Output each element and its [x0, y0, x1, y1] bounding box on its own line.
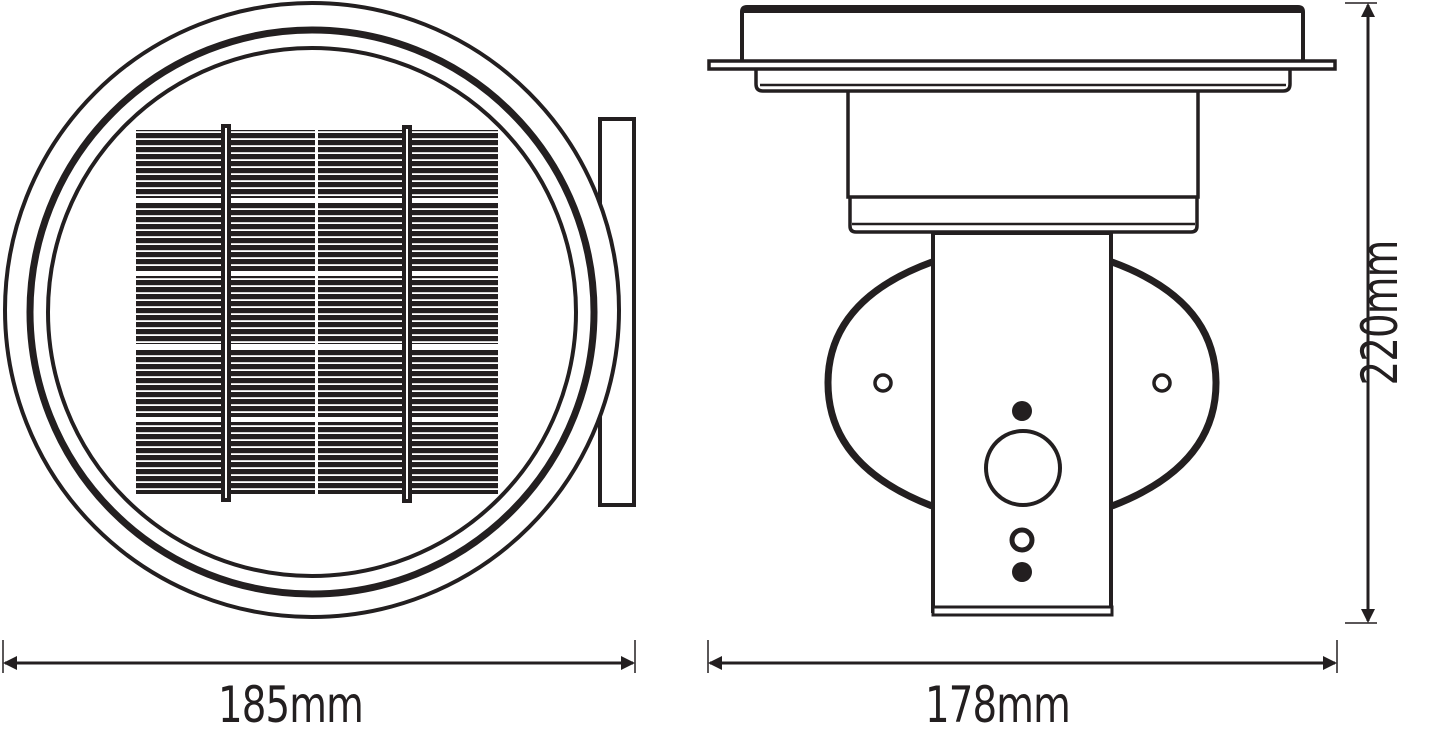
- mount-column: [931, 231, 1113, 613]
- screw-hole: [873, 373, 893, 393]
- lamp-body: [846, 91, 1200, 199]
- lamp-top-cap: [740, 5, 1305, 62]
- indicator-ring: [1009, 527, 1035, 553]
- screw-hole: [1152, 373, 1172, 393]
- wall-plate-right: [1110, 258, 1220, 510]
- inner-ring: [46, 46, 578, 578]
- middle-ring: [26, 26, 598, 598]
- dimension-label-front-width: 185mm: [218, 676, 364, 734]
- lamp-flange: [707, 59, 1337, 71]
- indicator-dot: [1012, 562, 1032, 582]
- dimension-label-side-width: 178mm: [925, 676, 1071, 734]
- solar-panel: [130, 124, 502, 503]
- side-view: [707, 5, 1337, 617]
- dimension-label-height: 220mm: [1351, 240, 1409, 386]
- dimension-lines: [2, 2, 1377, 673]
- indicator-dot: [1012, 401, 1032, 421]
- wall-plate-left: [824, 258, 934, 510]
- motion-sensor: [984, 429, 1062, 507]
